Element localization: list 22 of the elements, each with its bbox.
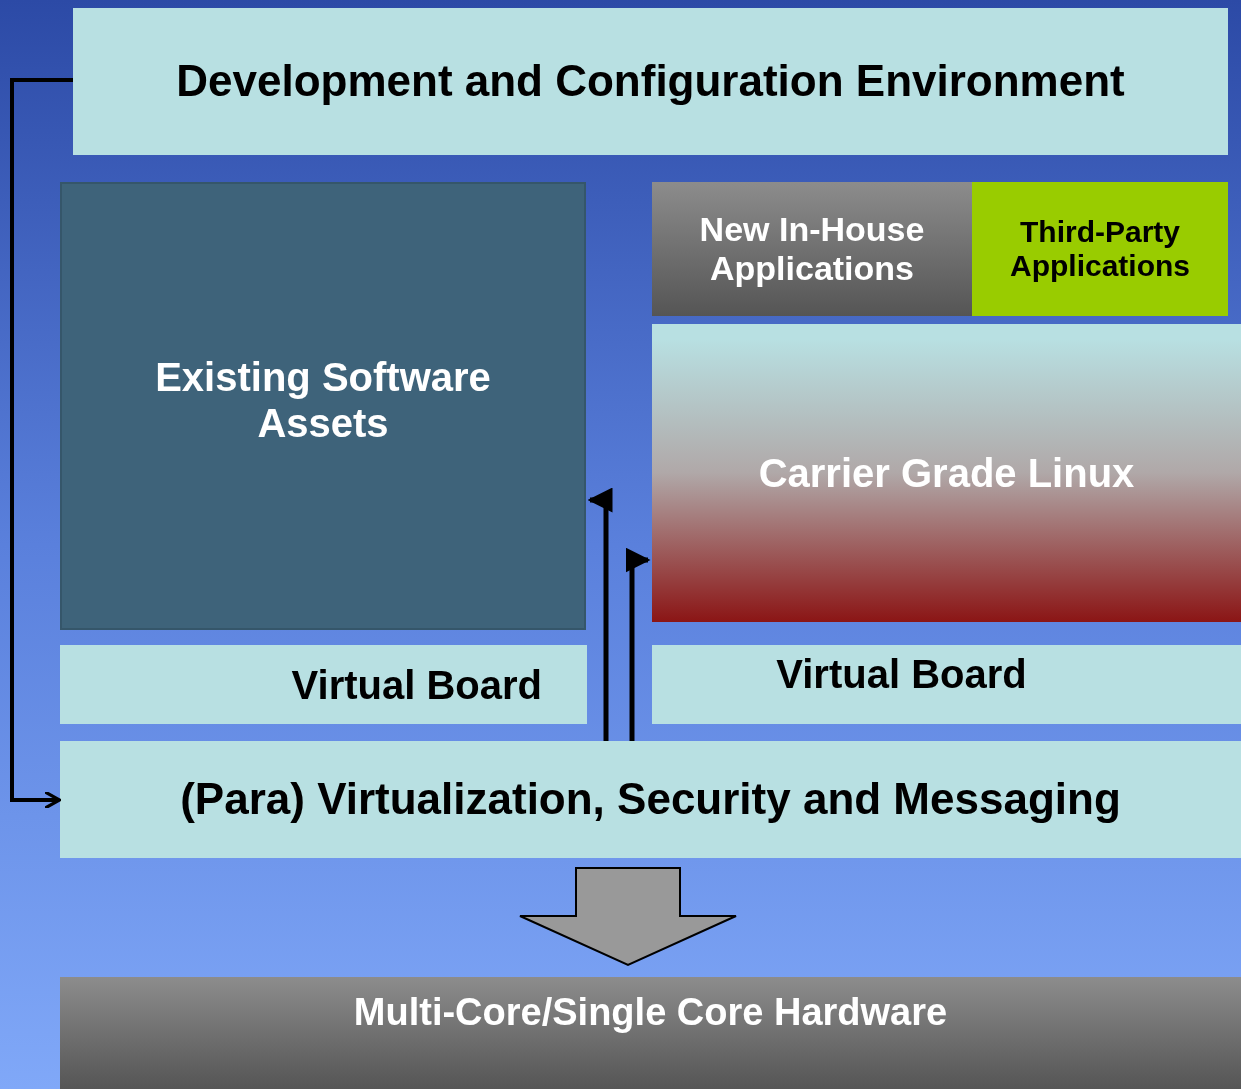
layer-label: (Para) Virtualization, Security and Messaging bbox=[180, 774, 1121, 825]
environment-bar bbox=[73, 8, 1228, 155]
connector-arrow bbox=[10, 78, 73, 810]
arrow bbox=[625, 547, 651, 741]
layer-label: Virtual Board bbox=[291, 661, 542, 708]
layer-label: Third-Party Applications bbox=[1010, 214, 1190, 284]
software-block bbox=[60, 182, 586, 630]
block-arrow bbox=[519, 867, 737, 967]
layer-label: Virtual Board bbox=[776, 651, 1027, 697]
layer-label: Carrier Grade Linux bbox=[758, 450, 1135, 496]
virtual-board-bar bbox=[60, 645, 587, 724]
virtualization-bar bbox=[60, 741, 1241, 858]
virtual-board-bar bbox=[652, 645, 1241, 724]
layer-label: Multi-Core/Single Core Hardware bbox=[353, 991, 948, 1035]
os-block bbox=[652, 324, 1241, 622]
layer-label: Existing Software Assets bbox=[154, 354, 492, 446]
layer-label: New In-House Applications bbox=[698, 209, 926, 289]
application-block bbox=[972, 182, 1228, 316]
application-block bbox=[652, 182, 972, 316]
hardware-bar bbox=[60, 977, 1241, 1089]
arrow bbox=[587, 487, 613, 741]
layer-label: Development and Configuration Environment bbox=[176, 56, 1125, 107]
